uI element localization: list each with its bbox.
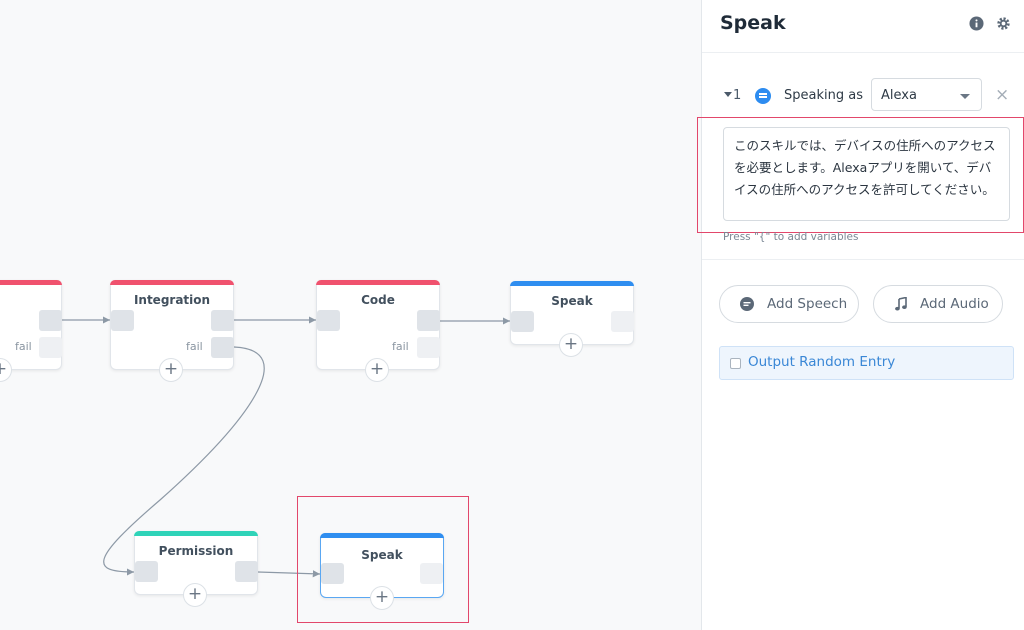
success-port[interactable]: [211, 310, 234, 331]
fail-label: fail: [392, 340, 409, 353]
permission-block[interactable]: Permission: [134, 531, 258, 595]
fail-port[interactable]: [39, 337, 62, 358]
block-color-bar: [134, 531, 258, 536]
add-audio-button[interactable]: Add Audio: [873, 285, 1003, 323]
code-block-partial[interactable]: de fail: [0, 280, 62, 370]
speaking-as-label: Speaking as: [784, 88, 863, 103]
success-port[interactable]: [39, 310, 62, 331]
selection-highlight: [297, 496, 469, 623]
output-port[interactable]: [235, 561, 258, 582]
success-port[interactable]: [417, 310, 440, 331]
gear-icon[interactable]: [996, 16, 1011, 31]
edge-permission-to-speak: [257, 570, 321, 578]
input-port[interactable]: [321, 563, 344, 584]
input-port[interactable]: [511, 311, 534, 332]
output-port[interactable]: [611, 311, 634, 332]
speech-bubble-icon: [755, 88, 771, 104]
block-title: Permission: [158, 544, 234, 558]
panel-title: Speak: [720, 12, 786, 34]
entry-index: 1: [733, 88, 742, 103]
add-step-button[interactable]: +: [559, 333, 583, 357]
input-port[interactable]: [317, 310, 340, 331]
input-port[interactable]: [111, 310, 134, 331]
block-title: Code: [361, 293, 395, 307]
block-color-bar: [320, 533, 444, 538]
voice-select[interactable]: Alexa: [871, 78, 982, 111]
voice-select-value: Alexa: [881, 88, 917, 103]
block-title: Speak: [551, 294, 593, 308]
flow-canvas[interactable]: de fail + Integration fail + Code fail +…: [0, 0, 701, 630]
collapse-caret-icon[interactable]: [724, 92, 732, 97]
fail-label: fail: [15, 340, 32, 353]
add-step-button[interactable]: +: [365, 358, 389, 382]
block-title: Integration: [133, 293, 211, 307]
add-audio-label: Add Audio: [920, 296, 989, 312]
input-port[interactable]: [135, 561, 158, 582]
add-speech-button[interactable]: Add Speech: [719, 285, 859, 323]
block-title: de: [0, 293, 15, 307]
add-step-button[interactable]: +: [370, 586, 394, 610]
fail-port[interactable]: [211, 337, 234, 358]
close-icon[interactable]: ×: [995, 85, 1010, 105]
info-icon[interactable]: [969, 16, 984, 31]
block-title: Speak: [361, 548, 403, 562]
speech-textarea[interactable]: このスキルでは、デバイスの住所へのアクセスを必要とします。Alexaアプリを開い…: [723, 127, 1010, 221]
block-color-bar: [110, 280, 234, 285]
speech-bubble-icon: [740, 297, 754, 311]
music-note-icon: [895, 297, 907, 311]
output-port[interactable]: [420, 563, 443, 584]
chevron-down-icon: [960, 94, 970, 99]
fail-label: fail: [186, 340, 203, 353]
integration-block[interactable]: Integration fail: [110, 280, 234, 370]
random-entry-label: Output Random Entry: [748, 354, 896, 370]
add-step-button[interactable]: +: [159, 358, 183, 382]
block-color-bar: [510, 281, 634, 286]
code-block[interactable]: Code fail: [316, 280, 440, 370]
speech-entry-row: 1 Speaking as Alexa ×: [702, 78, 1024, 114]
fail-port[interactable]: [417, 337, 440, 358]
variables-hint: Press "{" to add variables: [723, 231, 859, 243]
edge-integration-fail-to-permission: [103, 346, 265, 576]
random-entry-checkbox[interactable]: [730, 358, 741, 369]
header-divider: [702, 52, 1024, 53]
editor-panel: Speak 1 Speaking as Alexa × このスキルでは、デバイス…: [697, 0, 1024, 630]
flow-connections: [62, 316, 510, 578]
entry-divider: [702, 259, 1024, 260]
add-step-button[interactable]: +: [183, 583, 207, 607]
add-speech-label: Add Speech: [767, 296, 848, 312]
output-random-entry-option[interactable]: Output Random Entry: [719, 346, 1014, 380]
block-color-bar: [316, 280, 440, 285]
block-color-bar: [0, 280, 62, 285]
